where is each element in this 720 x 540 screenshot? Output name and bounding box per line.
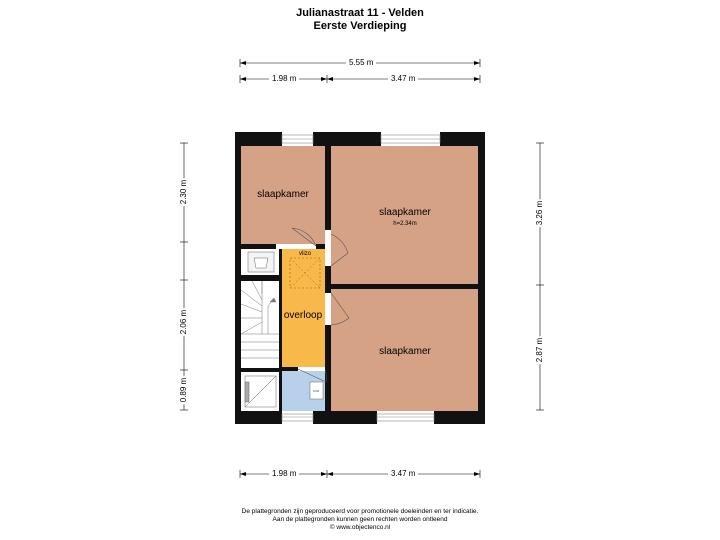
dim-top-right: 3.47 m [388, 74, 419, 84]
dim-right-upper: 3.26 m [535, 198, 545, 228]
plan-title: Julianastraat 11 - Velden [296, 7, 424, 19]
windows [281, 134, 441, 422]
dim-left-upper: 2.30 m [179, 177, 189, 207]
room-landing [282, 249, 325, 367]
bathroom-sink: 0.00 [309, 381, 324, 400]
doors [291, 227, 350, 383]
dim-bottom-right: 3.47 m [388, 469, 419, 479]
svg-text:0.00: 0.00 [313, 389, 319, 393]
dim-top-left: 1.98 m [269, 74, 300, 84]
dim-bottom-left: 1.98 m [269, 469, 300, 479]
walls [235, 132, 485, 424]
disclaimer-line-2: Aan de plattegronden kunnen geen rechten… [272, 516, 448, 523]
disclaimer-line-1: De plattegronden zijn geproduceerd voor … [241, 508, 479, 515]
dim-left-middle: 2.06 m [179, 307, 189, 337]
shower [244, 375, 277, 408]
stairs [240, 280, 279, 359]
label-bedroom-bottom: slaapkamer [379, 346, 431, 357]
label-bedroom-small: slaapkamer [257, 189, 309, 200]
label-bedroom-large: slaapkamer [379, 207, 431, 218]
label-attic-hatch: vlizo [299, 251, 312, 257]
closet-fixture [247, 251, 275, 273]
room-stairwell [241, 281, 279, 368]
attic-hatch [289, 257, 321, 289]
plan-subtitle: Eerste Verdieping [313, 20, 407, 32]
room-bedroom-large [331, 146, 478, 284]
website-link[interactable]: © www.objectenco.nl [329, 524, 391, 531]
dim-top-total: 5.55 m [346, 58, 377, 68]
dimension-arrows [240, 61, 480, 476]
dim-left-lower: 0.89 m [179, 375, 189, 405]
label-landing: overloop [284, 310, 323, 321]
room-bedroom-small [241, 146, 325, 244]
label-ceiling-height: h=2.34m [393, 221, 417, 227]
dim-right-lower: 2.87 m [535, 335, 545, 365]
room-bedroom-bottom [331, 289, 478, 411]
